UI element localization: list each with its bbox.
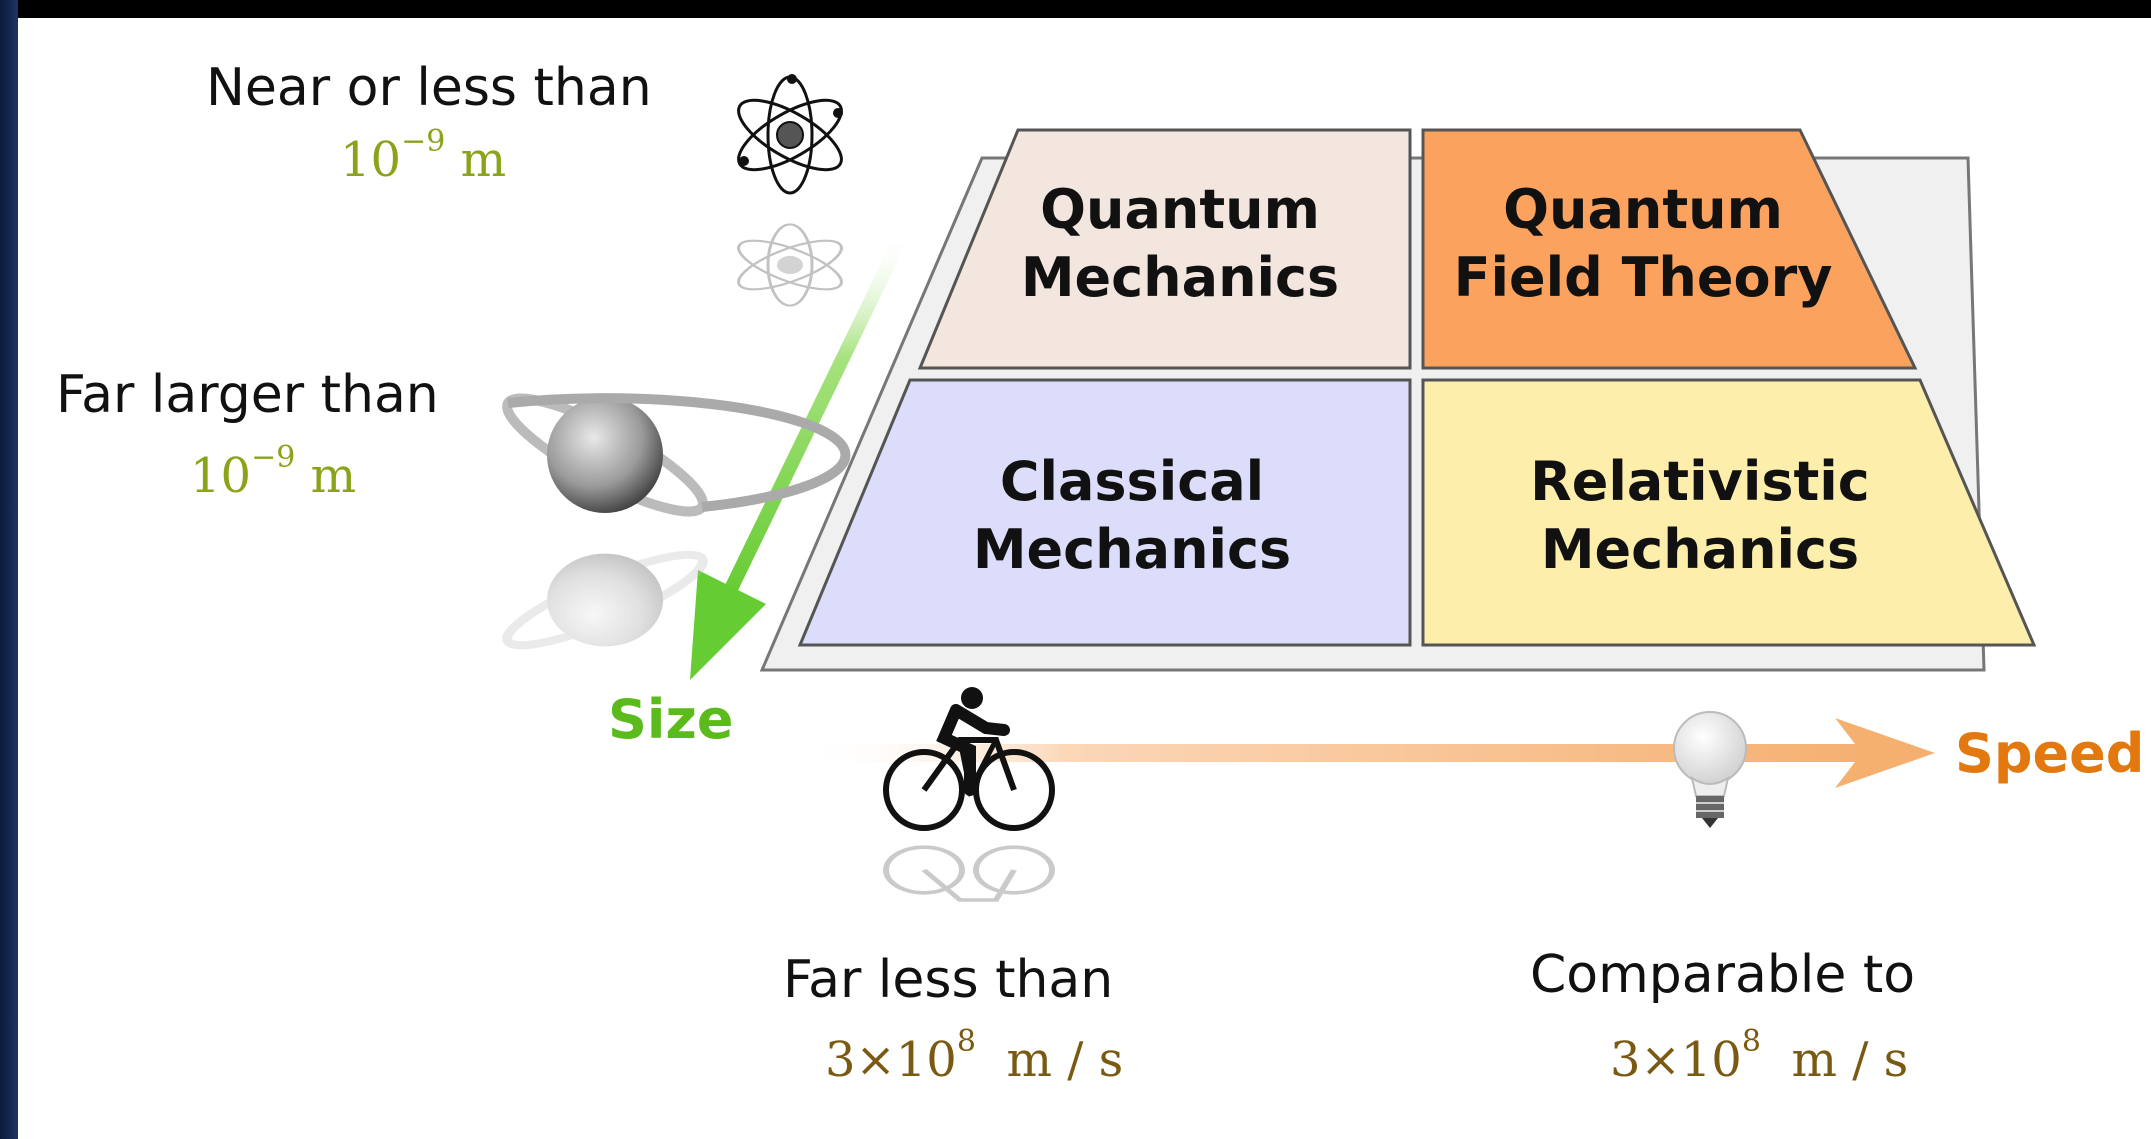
size-axis-label: Size bbox=[608, 688, 733, 751]
quantum-field-theory-line-2: Field Theory bbox=[1454, 246, 1833, 309]
lightbulb-icon bbox=[1673, 711, 1747, 828]
slide-edge bbox=[0, 0, 18, 1139]
speed-fast-unit: 3×108 m / s bbox=[1610, 1024, 1909, 1088]
size-small-unit-tail: m bbox=[445, 132, 507, 188]
classical-mechanics-line-1: Classical bbox=[1000, 450, 1264, 513]
quadrant-quantum-field-theory bbox=[1421, 128, 1918, 370]
size-large-text: Far larger than bbox=[56, 365, 439, 425]
size-large-unit: 10−9 m bbox=[190, 440, 357, 504]
bicycle-icon bbox=[883, 687, 1055, 831]
size-small-unit: 10−9 m bbox=[340, 124, 507, 188]
speed-fast-text: Comparable to bbox=[1530, 945, 1916, 1005]
speed-slow-unit-tail: m / s bbox=[975, 1032, 1124, 1088]
speed-fast-unit-tail: m / s bbox=[1760, 1032, 1909, 1088]
quadrant-classical-mechanics bbox=[797, 378, 1412, 647]
speed-fast-unit-base: 3×10 bbox=[1610, 1032, 1742, 1088]
atom-reflection bbox=[737, 223, 843, 307]
size-small-unit-base: 10 bbox=[340, 132, 402, 188]
planet-icon bbox=[502, 393, 851, 517]
planet-reflection bbox=[502, 550, 708, 650]
bicycle-reflection bbox=[883, 845, 1055, 902]
relativistic-mechanics-line-1: Relativistic bbox=[1530, 450, 1870, 513]
speed-fast-unit-exp: 8 bbox=[1741, 1024, 1761, 1059]
size-large-unit-exp: −9 bbox=[251, 440, 296, 475]
speed-slow-text: Far less than bbox=[783, 950, 1114, 1010]
quantum-field-theory-line-1: Quantum bbox=[1503, 178, 1783, 241]
classical-mechanics-line-2: Mechanics bbox=[973, 518, 1291, 581]
speed-slow-unit: 3×108 m / s bbox=[825, 1024, 1124, 1088]
speed-axis-label: Speed bbox=[1955, 722, 2144, 785]
speed-slow-unit-base: 3×10 bbox=[825, 1032, 957, 1088]
quantum-mechanics-line-2: Mechanics bbox=[1021, 246, 1339, 309]
relativistic-mechanics-line-2: Mechanics bbox=[1541, 518, 1859, 581]
size-small-text: Near or less than bbox=[206, 58, 652, 118]
quantum-mechanics-line-1: Quantum bbox=[1040, 178, 1320, 241]
quadrant-quantum-mechanics bbox=[917, 128, 1412, 370]
quadrant-relativistic-mechanics bbox=[1421, 378, 2037, 647]
speed-slow-unit-exp: 8 bbox=[956, 1024, 976, 1059]
speed-arrow bbox=[800, 718, 1935, 788]
size-small-unit-exp: −9 bbox=[401, 124, 446, 159]
atom-icon bbox=[737, 74, 843, 195]
size-large-unit-base: 10 bbox=[190, 448, 252, 504]
size-arrow bbox=[690, 223, 912, 680]
size-large-unit-tail: m bbox=[295, 448, 357, 504]
